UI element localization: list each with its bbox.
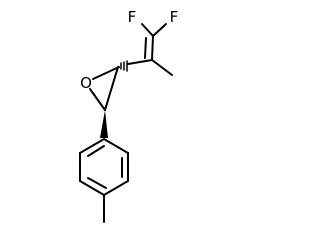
bond-c-f-right [152, 23, 167, 37]
bond-c-methyl [151, 59, 173, 76]
ring-bond-6 [79, 138, 105, 154]
ring-bond-4 [79, 180, 105, 196]
atom-fluorine-left: F [128, 8, 137, 26]
ring-inner-double-3 [87, 145, 105, 157]
atom-fluorine-right: F [170, 8, 179, 26]
ring-bond-3 [103, 180, 129, 196]
bond-c-f-left [141, 23, 154, 37]
bond-c-c-double [151, 35, 154, 61]
ring-inner-double-2 [87, 177, 107, 189]
atom-oxygen: O [80, 74, 92, 92]
ring-bond-1 [103, 138, 129, 154]
bond-c-c-double-inner [144, 37, 147, 59]
bond-vinyl-epoxide [127, 59, 153, 65]
bond-epoxide-cc [104, 66, 119, 111]
molecule-structure: F F O [79, 8, 179, 223]
bond-c-o-upper [92, 66, 120, 80]
hash-bond-upper [120, 60, 128, 72]
bond-c-o-lower [89, 88, 106, 111]
wedge-bond-lower [100, 110, 108, 138]
